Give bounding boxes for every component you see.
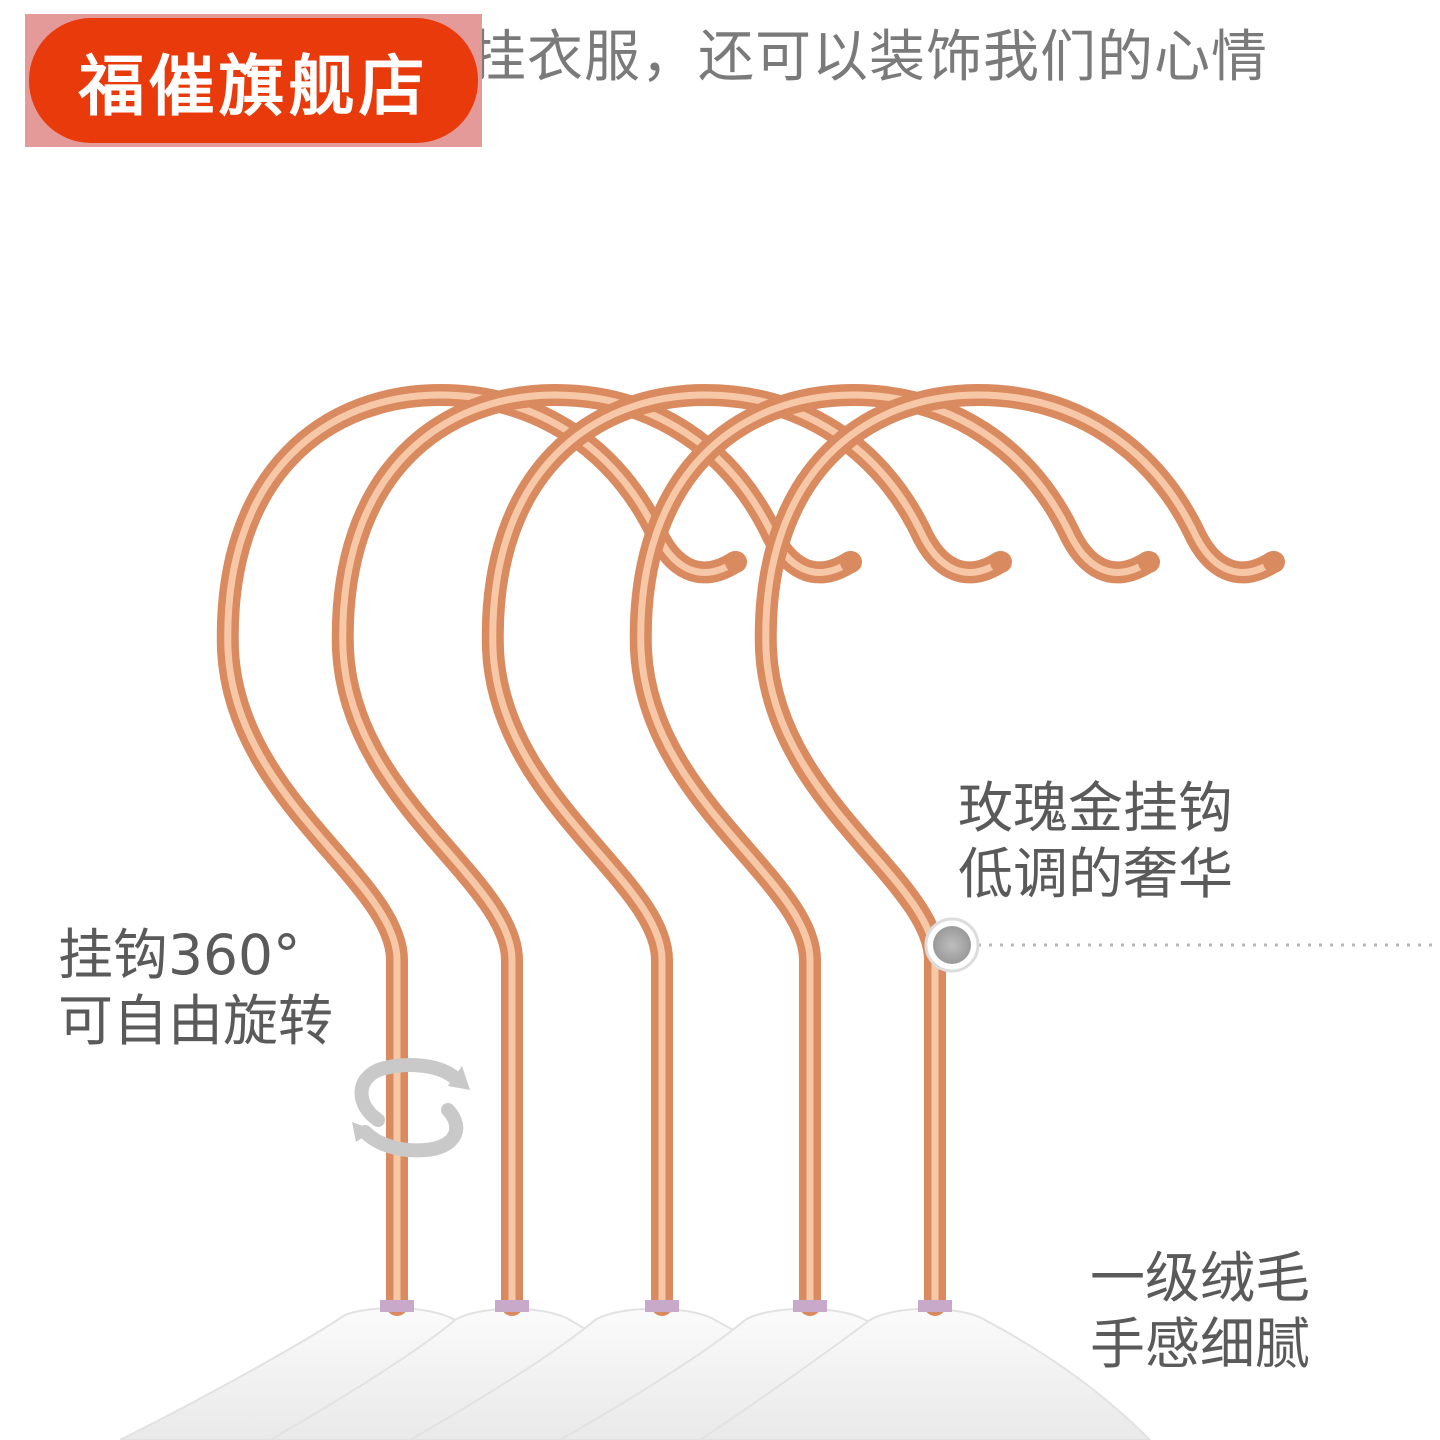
- callout-velvet: 一级绒毛 手感细腻: [1090, 1245, 1310, 1377]
- hook-highlight-4: [637, 391, 1152, 1309]
- hook-tip-3: [990, 551, 1012, 573]
- callout-rose-gold-line2: 低调的奢华: [958, 842, 1234, 906]
- hook-collar-1: [380, 1300, 414, 1312]
- callout-rose-gold: 玫瑰金挂钩 低调的奢华: [958, 775, 1233, 907]
- marker-dot-icon: [924, 917, 980, 973]
- velvet-hangers: [119, 1307, 1152, 1440]
- hook-tip-1: [725, 551, 747, 573]
- callout-rose-gold-line1: 玫瑰金挂钩: [958, 776, 1234, 840]
- hook-collar-2: [495, 1300, 529, 1312]
- hook-tip-4: [1138, 551, 1160, 573]
- callout-velvet-line2: 手感细腻: [1090, 1312, 1311, 1376]
- hook-collar-3: [645, 1300, 679, 1312]
- headline: 挂衣服，还可以装饰我们的心情: [470, 25, 1268, 90]
- hook-tip-5: [1263, 551, 1285, 573]
- callout-rotation-line2: 可自由旋转: [58, 989, 334, 1053]
- hook-highlight-3: [489, 391, 1004, 1309]
- callout-rotation: 挂钩360° 可自由旋转: [58, 922, 333, 1054]
- rotate-arrows-icon[interactable]: [352, 1058, 470, 1158]
- callout-rotation-line1: 挂钩360°: [58, 923, 301, 987]
- store-badge-label: 福催旗舰店: [78, 47, 429, 125]
- hook-highlight-5: [762, 391, 1277, 1309]
- hook-highlight-2: [339, 391, 854, 1309]
- callout-velvet-line1: 一级绒毛: [1090, 1246, 1311, 1310]
- hook-collar-5: [918, 1300, 952, 1312]
- hook-tip-2: [840, 551, 862, 573]
- hook-collar-4: [793, 1300, 827, 1312]
- store-badge-pill: 福催旗舰店: [29, 18, 478, 143]
- store-badge[interactable]: 福催旗舰店: [25, 14, 482, 147]
- rose-gold-hooks: [216, 384, 1285, 1316]
